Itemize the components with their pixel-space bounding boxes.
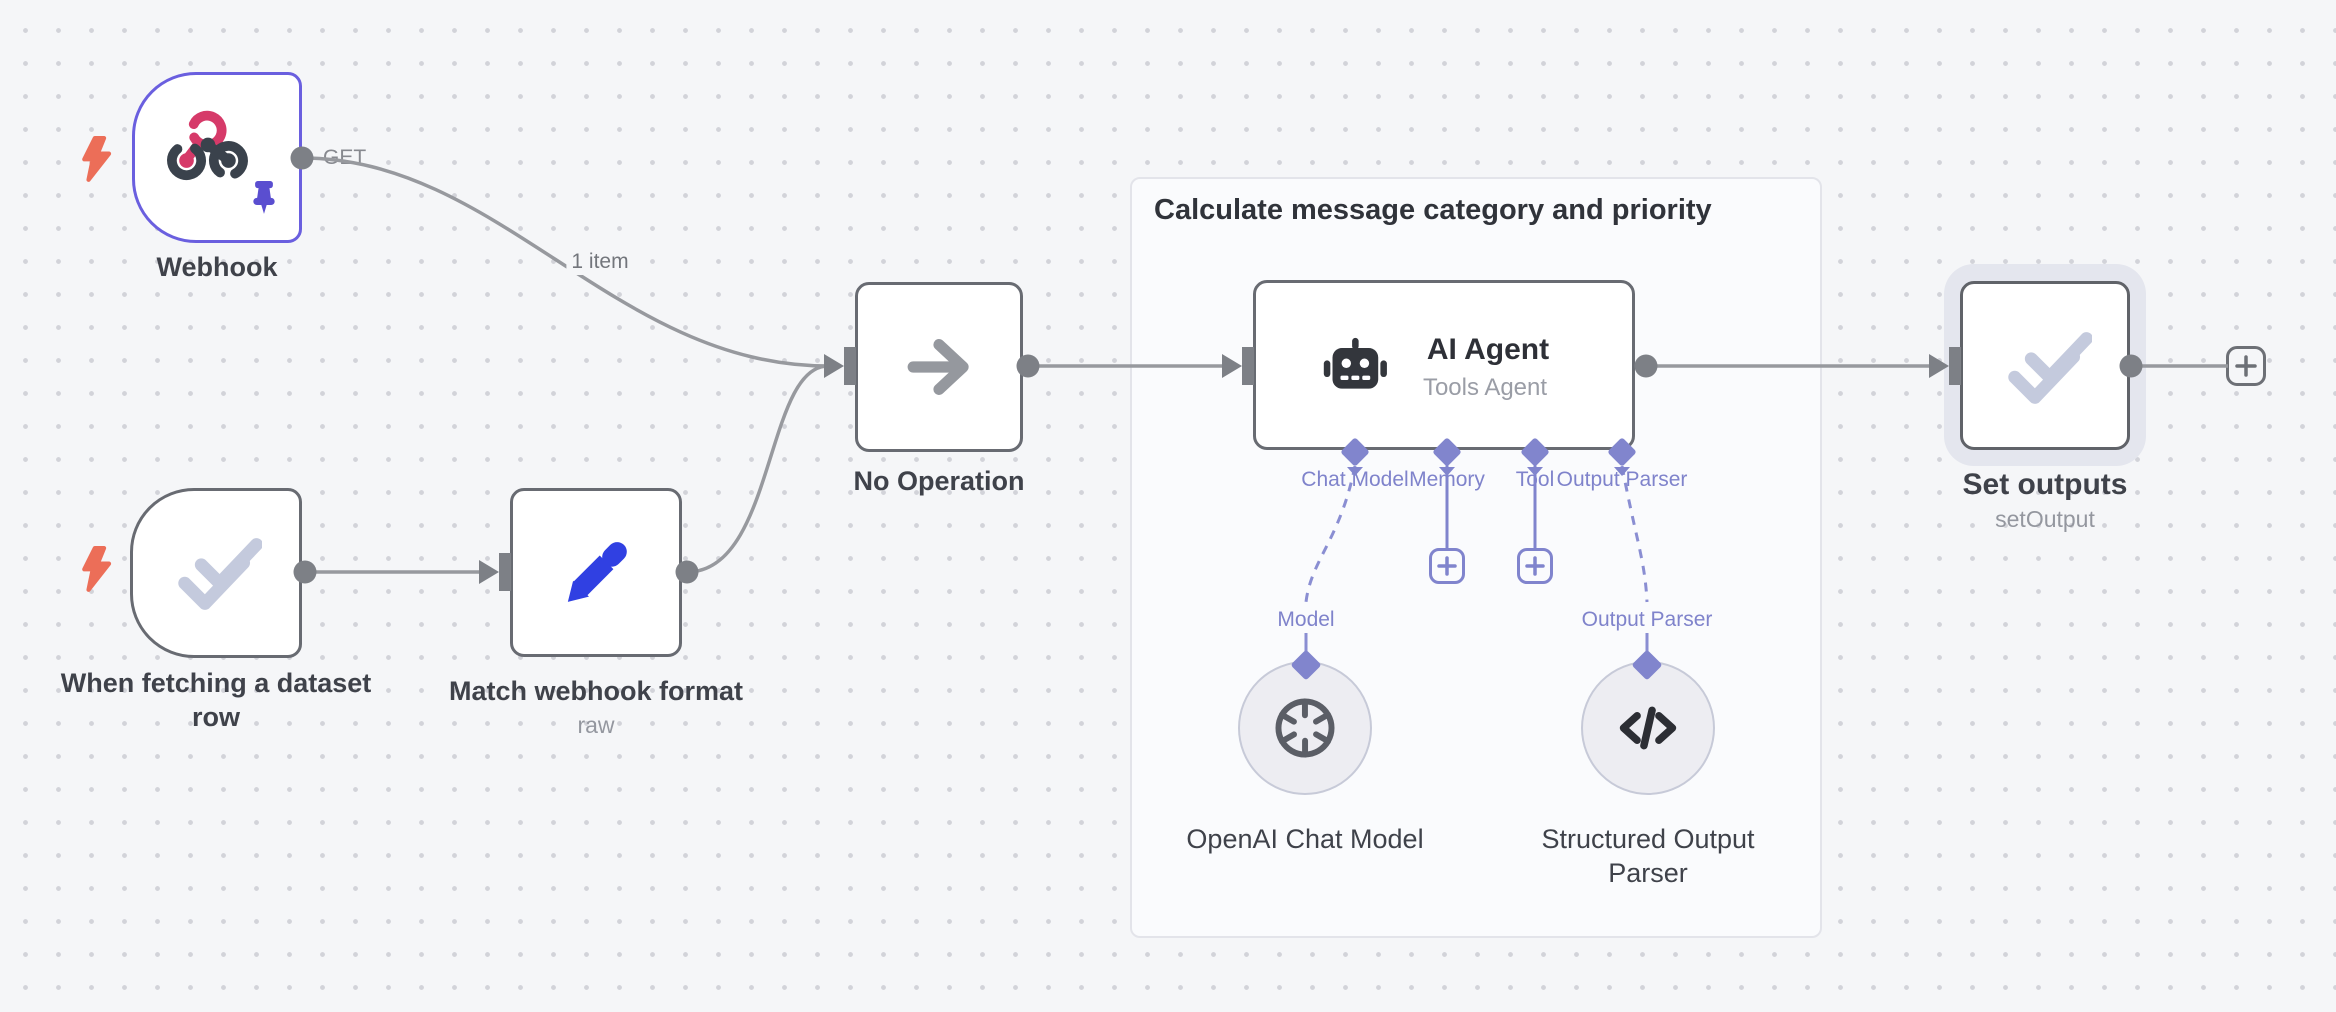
port-label-output-parser: Output Parser <box>1556 468 1688 491</box>
robot-icon <box>1323 337 1387 389</box>
pin-icon <box>253 181 275 214</box>
node-ai-agent[interactable] <box>1253 280 1635 450</box>
arrow-right-icon <box>907 339 969 395</box>
openai-node-label: OpenAI Chat Model <box>1186 824 1424 854</box>
when-fetching-node-label: When fetching a dataset row <box>60 668 372 733</box>
node-openai-chat-model[interactable] <box>1238 661 1372 795</box>
ai-agent-subtitle: Tools Agent <box>1422 374 1548 401</box>
add-node-button[interactable] <box>2226 346 2266 386</box>
double-check-icon <box>178 538 262 610</box>
edge-match-to-noop[interactable] <box>686 364 829 574</box>
port-label-chat-model: Chat Model <box>1301 468 1409 491</box>
pencil-icon <box>567 542 627 602</box>
parser-node-label: Structured Output Parser <box>1541 824 1755 889</box>
input-port-match[interactable] <box>479 553 511 591</box>
webhook-node-label: Webhook <box>156 252 278 282</box>
model-port-label: Model <box>1277 608 1335 631</box>
input-port-noop[interactable] <box>824 347 856 385</box>
match-node-label: Match webhook format <box>448 676 744 706</box>
openai-logo-icon <box>1275 698 1335 758</box>
set-outputs-node-label: Set outputs <box>1962 468 2128 501</box>
set-outputs-node-subtitle: setOutput <box>1995 506 2095 532</box>
webhook-output-port-label: GET <box>320 145 370 171</box>
match-node-subtitle: raw <box>577 712 615 738</box>
trigger-lightning-icon <box>82 546 112 592</box>
add-memory-button[interactable] <box>1429 548 1465 584</box>
trigger-lightning-icon <box>82 136 112 182</box>
output-parser-port-label: Output Parser <box>1581 608 1713 631</box>
webhook-icon <box>167 110 248 181</box>
port-label-memory: Memory <box>1409 468 1485 491</box>
edge-webhook-to-noop[interactable] <box>301 156 829 368</box>
port-label-tool: Tool <box>1515 468 1555 491</box>
node-match-webhook-format[interactable] <box>510 488 682 657</box>
edge-items-label: 1 item <box>566 249 634 275</box>
add-tool-button[interactable] <box>1517 548 1553 584</box>
no-operation-node-label: No Operation <box>853 466 1025 496</box>
ai-agent-title: AI Agent <box>1426 333 1550 366</box>
code-icon <box>1619 706 1677 750</box>
group-title: Calculate message category and priority <box>1154 194 1712 226</box>
double-check-icon <box>2008 332 2092 404</box>
